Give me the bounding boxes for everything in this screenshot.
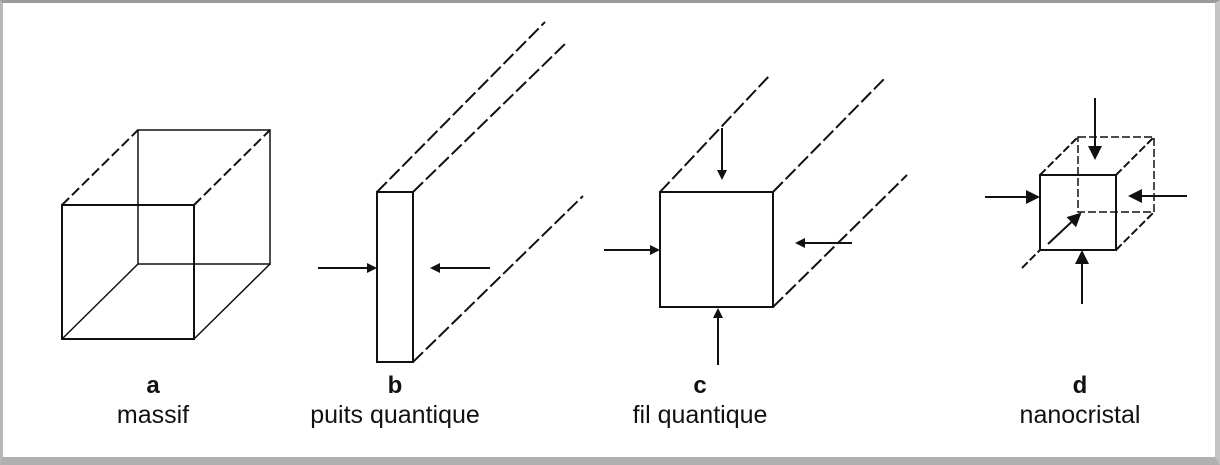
panel-letter: b xyxy=(387,372,403,399)
panel-letter: d xyxy=(1072,372,1088,399)
nanocrystal-cube xyxy=(1021,136,1155,269)
caption-c: c fil quantique xyxy=(600,372,800,430)
panel-name: massif xyxy=(116,401,190,429)
panel-name: puits quantique xyxy=(310,401,480,429)
nanocrystal-arrows xyxy=(985,98,1187,304)
panel-letter: c xyxy=(693,372,707,399)
panel-name: nanocristal xyxy=(1019,401,1141,429)
caption-d: d nanocristal xyxy=(1000,372,1160,430)
bulk-cube xyxy=(61,129,271,340)
quantum-well-slab xyxy=(376,21,584,363)
panel-letter: a xyxy=(146,372,160,399)
panel-name: fil quantique xyxy=(632,401,768,429)
caption-a: a massif xyxy=(88,372,218,430)
quantum-wire-arrows xyxy=(604,128,852,365)
caption-b: b puits quantique xyxy=(290,372,500,430)
quantum-wire xyxy=(659,74,908,308)
